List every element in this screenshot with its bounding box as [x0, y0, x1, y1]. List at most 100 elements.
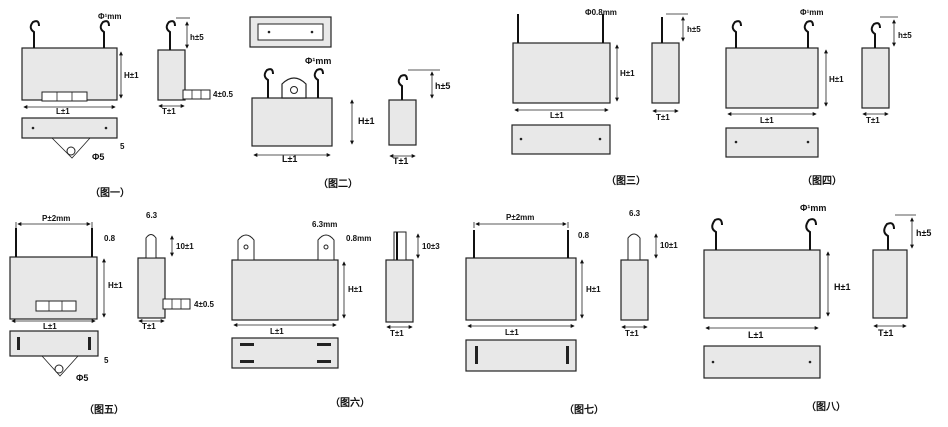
fig4-lead-right: [803, 20, 814, 48]
fig8-T-label: T±1: [878, 328, 893, 338]
fig6-L-label: L±1: [270, 327, 284, 336]
fig6-d-label: 0.8mm: [346, 234, 371, 243]
fig4-L-label: L±1: [760, 116, 774, 125]
fig8-body: [703, 249, 821, 319]
fig5-P-label: P±2mm: [42, 214, 70, 223]
fig8-phi-label: Φ¹mm: [800, 203, 826, 213]
fig1-bottom-view: [21, 117, 118, 139]
fig8-H-label: H±1: [834, 282, 850, 292]
fig7-L-label: L±1: [505, 328, 519, 337]
fig3-bottom-view: [511, 124, 611, 155]
fig6-side-body: [385, 259, 414, 323]
fig4-H-label: H±1: [829, 75, 844, 84]
fig4-phi-label: Φ¹mm: [800, 8, 823, 17]
fig6-bottom-view: [231, 337, 339, 369]
fig2-H-label: H±1: [358, 116, 374, 126]
figure-6: 6.3mm H±1 L±1 0.8mm 10±3 T±1 （图六）: [231, 220, 440, 409]
figure-2: Φ¹mm H±1 L±1 h±5 T±1 （图二）: [249, 16, 450, 190]
fig3-T-label: T±1: [656, 113, 670, 122]
fig2-side-lead: [397, 74, 408, 100]
fig8-L-label: L±1: [748, 330, 763, 340]
fig5-mount-tab: [41, 355, 79, 377]
fig1-body: [21, 47, 118, 101]
fig6-T-label: T±1: [390, 329, 404, 338]
fig4-T-label: T±1: [866, 116, 880, 125]
fig2-h-label: h±5: [435, 81, 450, 91]
fig1-h-label: h±5: [190, 33, 204, 42]
fig6-body: [231, 259, 339, 321]
fig7-side-body: [620, 259, 649, 321]
fig1-four-label: 4±0.5: [213, 90, 234, 99]
fig2-lead-right: [313, 68, 324, 98]
fig4-h-label: h±5: [898, 31, 912, 40]
figure-3: Φ0.8mm H±1 L±1 h±5 T±1 （图三）: [511, 8, 701, 187]
figure-5: P±2mm 0.8 H±1 L±1 Φ5 5 6.3 10±1 4±0.5 T±…: [9, 211, 215, 416]
fig1-caption: （图一）: [90, 186, 130, 199]
fig1-five-label: 5: [120, 142, 125, 151]
fig2-L-label: L±1: [282, 154, 297, 164]
fig7-H-label: H±1: [586, 285, 601, 294]
fig4-caption: （图四）: [802, 174, 842, 187]
fig7-bottom-view: [465, 339, 577, 372]
fig1-phi-label: Φ¹mm: [98, 12, 121, 21]
fig5-side-terminal: [145, 234, 157, 259]
fig1-H-label: H±1: [124, 71, 139, 80]
fig5-caption: （图五）: [84, 403, 124, 416]
fig6-side-terminal: [393, 231, 407, 261]
fig2-lead-left: [263, 68, 274, 98]
figure-8: Φ¹mm H±1 L±1 h±5 T±1 （图八）: [703, 203, 931, 413]
fig8-lead-right: [805, 218, 817, 250]
fig4-side-lead: [870, 22, 881, 48]
fig5-phi5-label: Φ5: [76, 373, 88, 383]
fig1-mount-tab: [51, 137, 91, 159]
fig5-t63-label: 6.3: [146, 211, 158, 220]
fig1-side-lead: [165, 20, 176, 50]
fig2-T-label: T±1: [393, 156, 408, 166]
fig8-h-label: h±5: [916, 228, 931, 238]
fig5-bottom-view: [9, 330, 99, 357]
fig8-side-lead: [883, 222, 895, 250]
fig4-side-body: [861, 47, 890, 109]
fig1-lead-right: [99, 20, 110, 48]
figure-7: P±2mm 0.8 H±1 L±1 6.3 10±1 T±1 （图七）: [465, 209, 678, 416]
figure-1: Φ¹mm H±1 L±1 Φ5 5 h±5 4±0.5 T±1 （图一）: [21, 12, 234, 199]
fig3-L-label: L±1: [550, 111, 564, 120]
fig2-caption: （图二）: [318, 177, 358, 190]
fig5-H-label: H±1: [108, 281, 123, 290]
fig7-T-label: T±1: [625, 329, 639, 338]
figure-4: Φ¹mm H±1 L±1 h±5 T±1 （图四）: [725, 8, 912, 187]
fig5-T-label: T±1: [142, 322, 156, 331]
fig1-phi5-label: Φ5: [92, 152, 104, 162]
fig7-P-label: P±2mm: [506, 213, 534, 222]
fig7-d-label: 0.8: [578, 231, 590, 240]
fig5-ten-label: 10±1: [176, 242, 194, 251]
fig6-H-label: H±1: [348, 285, 363, 294]
fig3-h-label: h±5: [687, 25, 701, 34]
fig4-bottom-view: [725, 127, 819, 158]
fig7-side-terminal: [627, 233, 641, 261]
fig2-phi-label: Φ¹mm: [305, 56, 331, 66]
fig8-bottom-view: [703, 345, 821, 379]
fig8-side-body: [872, 249, 908, 319]
fig3-side-body: [651, 42, 680, 104]
fig1-lead-left: [29, 20, 40, 48]
fig5-L-label: L±1: [43, 322, 57, 331]
fig7-ten-label: 10±1: [660, 241, 678, 250]
fig8-lead-left: [711, 218, 723, 250]
fig5-four-label: 4±0.5: [194, 300, 215, 309]
fig2-body: [251, 97, 333, 147]
fig6-t63-label: 6.3mm: [312, 220, 337, 229]
fig8-caption: （图八）: [806, 400, 846, 413]
fig7-body: [465, 257, 577, 321]
fig4-body: [725, 47, 819, 109]
fig7-t63-label: 6.3: [629, 209, 641, 218]
fig6-ten-label: 10±3: [422, 242, 440, 251]
fig6-caption: （图六）: [330, 396, 370, 409]
fig5-side-body: [137, 257, 166, 319]
fig3-phi-label: Φ0.8mm: [585, 8, 617, 17]
fig4-lead-left: [731, 20, 742, 48]
fig7-caption: （图七）: [564, 403, 604, 416]
fig3-body: [512, 42, 611, 104]
